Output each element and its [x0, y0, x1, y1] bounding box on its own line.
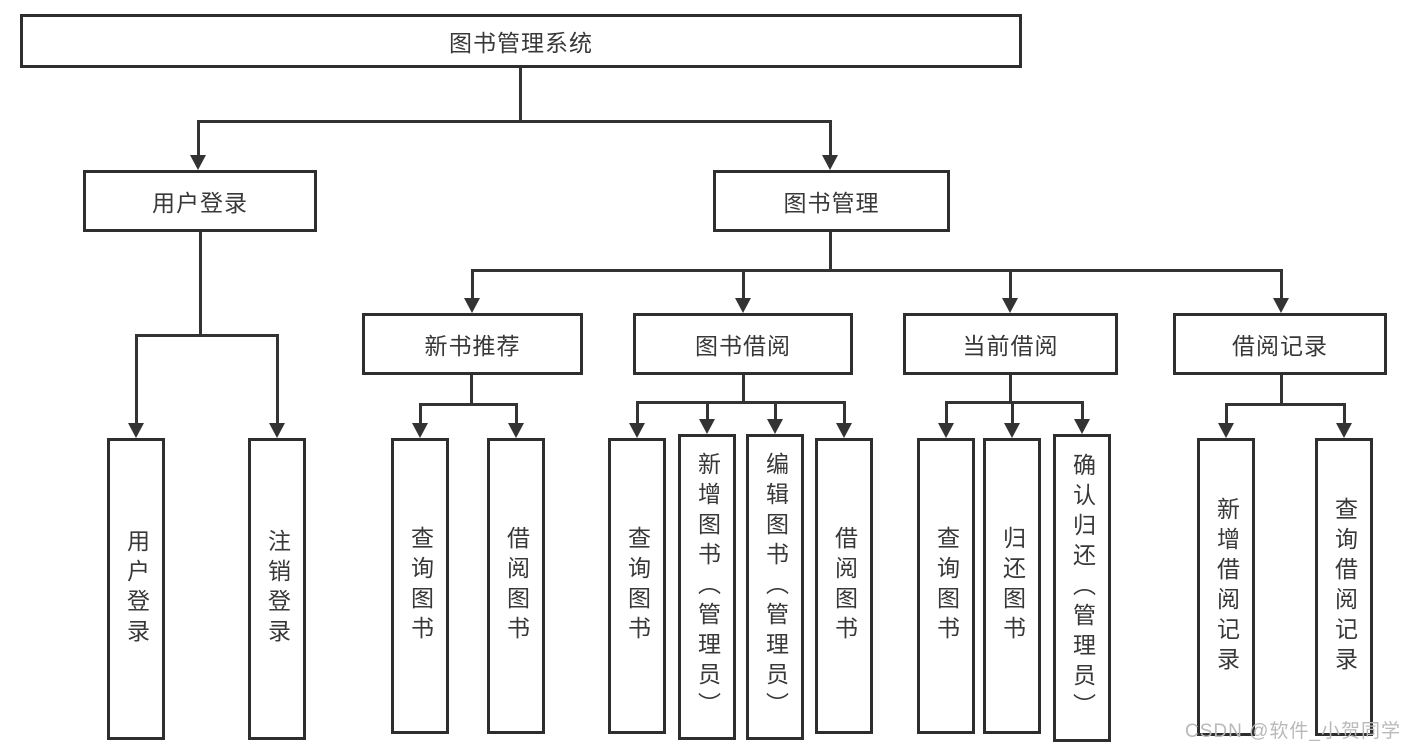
- arrowhead-user-login: [190, 155, 206, 170]
- leaf-logout: 注销登录: [248, 438, 306, 740]
- connector-book-mgmt-drop: [829, 120, 832, 157]
- arrowhead-login-leaf2: [269, 423, 285, 438]
- connector-recommend-leaf1-drop: [419, 403, 422, 425]
- leaf-recommend-query-books: 查询图书: [391, 438, 449, 734]
- connector-login-leaf1-drop: [135, 334, 138, 425]
- node-book-borrow: 图书借阅: [633, 313, 853, 375]
- leaf-borrow-books: 借阅图书: [815, 438, 873, 734]
- arrowhead-records-leaf1: [1218, 423, 1234, 438]
- connector-records-leaf2-drop: [1343, 403, 1346, 425]
- connector-current-leaf2-drop: [1011, 401, 1014, 425]
- connector-recommend-rail: [419, 403, 518, 406]
- node-borrow-records: 借阅记录: [1173, 313, 1387, 375]
- connector-borrow-drop: [742, 269, 745, 300]
- arrowhead-recommend-leaf1: [412, 423, 428, 438]
- connector-borrow-leaf4-drop: [843, 401, 846, 425]
- connector-current-stem: [1009, 375, 1012, 403]
- arrowhead-current: [1002, 298, 1018, 313]
- connector-borrow-leaf2-drop: [706, 401, 709, 421]
- leaf-edit-books-admin: 编辑图书（管理员）: [746, 434, 804, 740]
- connector-recommend-stem: [470, 375, 473, 405]
- connector-records-leaf1-drop: [1225, 403, 1228, 425]
- connector-current-drop: [1009, 269, 1012, 300]
- connector-recommend-drop: [471, 269, 474, 300]
- node-current-borrow: 当前借阅: [903, 313, 1118, 375]
- connector-user-login-drop: [197, 120, 200, 157]
- arrowhead-current-leaf3: [1074, 419, 1090, 434]
- leaf-add-books-admin: 新增图书（管理员）: [678, 434, 736, 740]
- arrowhead-borrow-leaf1: [629, 423, 645, 438]
- connector-user-login-stem: [199, 232, 202, 336]
- arrowhead-recommend: [464, 298, 480, 313]
- leaf-confirm-return-admin: 确认归还（管理员）: [1053, 434, 1111, 742]
- node-root-library-system: 图书管理系统: [20, 14, 1022, 68]
- connector-book-mgmt-stem: [829, 232, 832, 272]
- connector-login-leaf2-drop: [276, 334, 279, 425]
- connector-records-stem: [1280, 375, 1283, 405]
- leaf-current-query-books: 查询图书: [917, 438, 975, 734]
- leaf-query-borrow-record: 查询借阅记录: [1315, 438, 1373, 736]
- arrowhead-current-leaf1: [938, 423, 954, 438]
- connector-level3-rail: [471, 269, 1282, 272]
- arrowhead-current-leaf2: [1004, 423, 1020, 438]
- arrowhead-borrow-leaf4: [836, 423, 852, 438]
- connector-current-leaf1-drop: [945, 401, 948, 425]
- leaf-user-login: 用户登录: [107, 438, 165, 740]
- arrowhead-recommend-leaf2: [508, 423, 524, 438]
- connector-records-rail: [1225, 403, 1345, 406]
- connector-root-stem: [519, 68, 522, 122]
- connector-current-leaf3-drop: [1081, 401, 1084, 421]
- arrowhead-records-leaf2: [1336, 423, 1352, 438]
- node-user-login: 用户登录: [83, 170, 317, 232]
- connector-records-drop: [1280, 269, 1283, 300]
- leaf-borrow-query-books: 查询图书: [608, 438, 666, 734]
- arrowhead-borrow-leaf3: [767, 419, 783, 434]
- leaf-return-books: 归还图书: [983, 438, 1041, 734]
- leaf-add-borrow-record: 新增借阅记录: [1197, 438, 1255, 736]
- arrowhead-login-leaf1: [128, 423, 144, 438]
- connector-borrow-rail: [636, 401, 846, 404]
- arrowhead-records: [1273, 298, 1289, 313]
- connector-level2-rail: [198, 120, 832, 123]
- csdn-watermark: CSDN @软件_小贺同学: [1185, 721, 1401, 742]
- leaf-recommend-borrow-books: 借阅图书: [487, 438, 545, 734]
- arrowhead-borrow-leaf2: [699, 419, 715, 434]
- connector-borrow-stem: [742, 375, 745, 403]
- arrowhead-book-mgmt: [822, 155, 838, 170]
- connector-current-rail: [945, 401, 1083, 404]
- connector-borrow-leaf1-drop: [636, 401, 639, 425]
- connector-recommend-leaf2-drop: [515, 403, 518, 425]
- node-new-book-recommend: 新书推荐: [362, 313, 583, 375]
- node-book-mgmt: 图书管理: [713, 170, 950, 232]
- connector-user-login-rail: [135, 334, 279, 337]
- arrowhead-borrow: [735, 298, 751, 313]
- connector-borrow-leaf3-drop: [774, 401, 777, 421]
